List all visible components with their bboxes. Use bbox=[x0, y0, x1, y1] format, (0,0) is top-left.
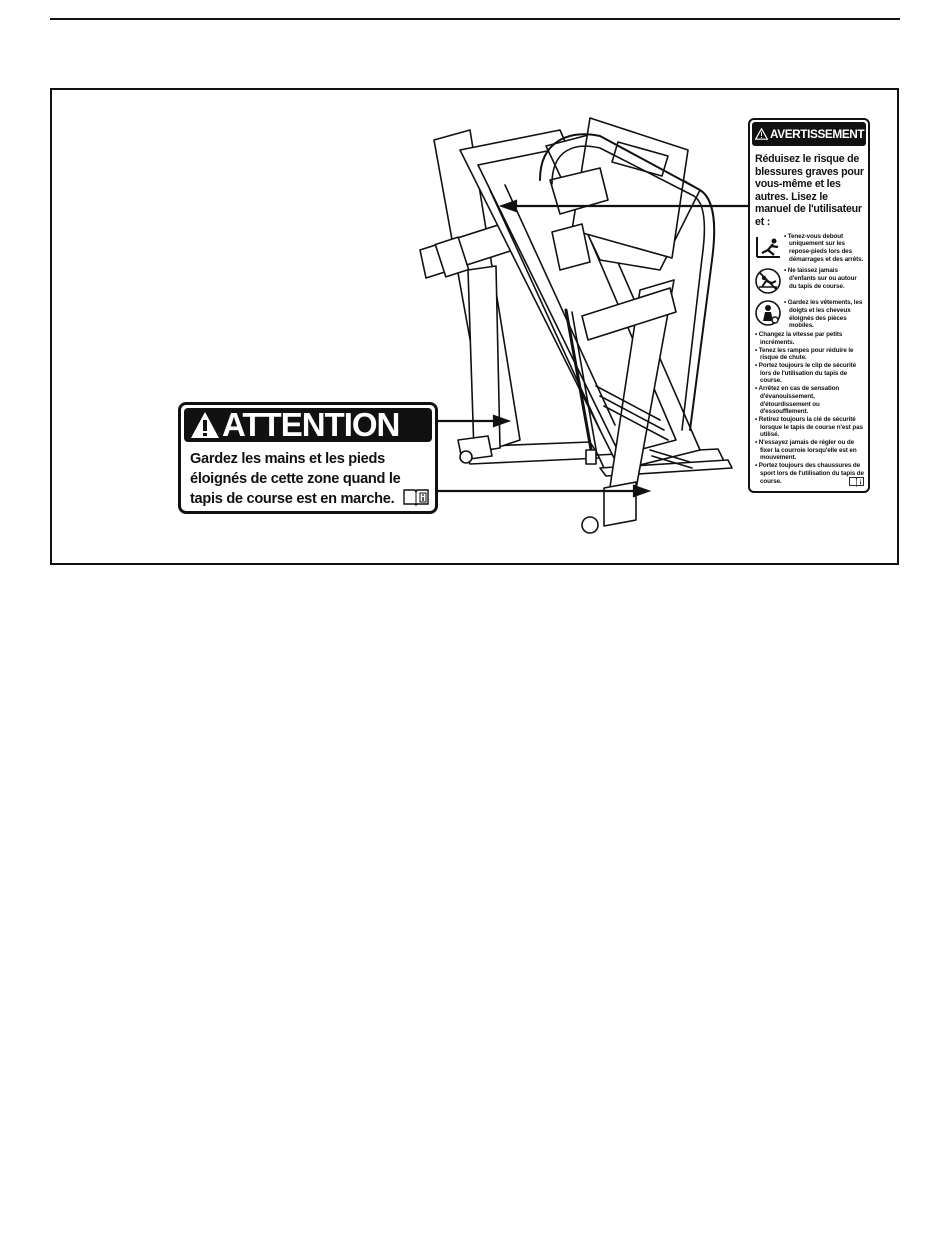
avertissement-warning-label: AVERTISSEMENT Réduisez le risque de bles… bbox=[748, 118, 870, 493]
safety-bullet: • Retirez toujours la clé de sécurité lo… bbox=[755, 415, 863, 439]
attention-warning-label: ATTENTION Gardez les mains et les pieds … bbox=[178, 402, 438, 514]
icon-item: • Gardez les vêtements, les doigts et le… bbox=[754, 299, 865, 330]
safety-bullet: • Arrêtez en cas de sensation d'évanouis… bbox=[755, 385, 840, 416]
moving-parts-hazard-icon bbox=[755, 300, 781, 327]
manual-book-icon bbox=[849, 477, 864, 487]
warning-triangle-icon bbox=[191, 412, 219, 438]
safety-bullet-list: • Changez la vitesse par petits incrémen… bbox=[755, 331, 865, 485]
attention-header: ATTENTION bbox=[184, 408, 432, 442]
icon-item: • Tenez-vous debout uniquement sur les r… bbox=[754, 233, 865, 264]
icon-item-text: • Tenez-vous debout uniquement sur les r… bbox=[784, 232, 864, 263]
icon-item-text: • Gardez les vêtements, les doigts et le… bbox=[784, 299, 863, 330]
avertissement-title: AVERTISSEMENT bbox=[770, 127, 865, 141]
manual-book-icon bbox=[403, 489, 429, 506]
no-children-icon bbox=[755, 268, 781, 295]
attention-body: Gardez les mains et les pieds éloignés d… bbox=[190, 451, 401, 507]
avertissement-header: AVERTISSEMENT bbox=[752, 122, 866, 146]
safety-bullet: • Tenez les rampes pour réduire le risqu… bbox=[755, 346, 854, 362]
safety-bullet: • Changez la vitesse par petits incrémen… bbox=[755, 331, 843, 346]
attention-title: ATTENTION bbox=[222, 406, 400, 443]
safety-bullet: • N'essayez jamais de régler ou de fixer… bbox=[755, 439, 857, 462]
warning-triangle-icon bbox=[755, 128, 768, 140]
icon-item: • Ne laissez jamais d'enfants sur ou aut… bbox=[754, 267, 865, 295]
safety-bullet: • Portez toujours le clip de sécurité lo… bbox=[755, 362, 857, 385]
figure-frame bbox=[50, 88, 899, 565]
safety-bullet: • Portez toujours des chaussures de spor… bbox=[755, 462, 864, 485]
stand-on-foot-rails-icon bbox=[756, 236, 780, 258]
avertissement-intro: Réduisez le risque de blessures graves p… bbox=[755, 153, 864, 228]
icon-item-text: • Ne laissez jamais d'enfants sur ou aut… bbox=[784, 267, 857, 290]
header-rule bbox=[50, 18, 900, 20]
